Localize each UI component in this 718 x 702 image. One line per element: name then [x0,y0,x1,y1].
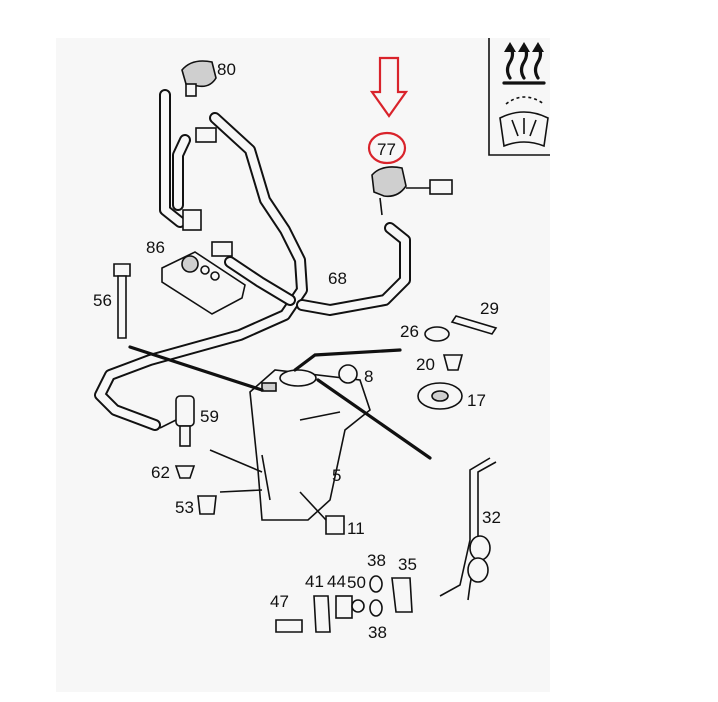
highlight-circle [367,131,407,165]
nut-8 [338,364,358,384]
callout-80: 80 [217,60,236,79]
callout-38-bottom: 38 [368,623,387,642]
callout-59: 59 [200,407,219,426]
callout-8: 8 [364,367,373,386]
mounting-hardware [275,575,413,633]
highlight-marker [367,56,409,165]
callout-86: 86 [146,238,165,257]
bracket-41 [313,595,331,633]
washer-nozzle-left [181,60,217,97]
bracket-29 [450,315,498,335]
callout-35: 35 [398,555,417,574]
washer-38-bottom [369,599,383,617]
callout-77: 77 [377,140,396,159]
callout-17: 17 [467,391,486,410]
grommet-53 [197,495,217,515]
callout-41: 41 [305,572,324,591]
pump-control-module [161,251,246,315]
grommet-11 [325,515,345,535]
grommet-20 [442,354,464,371]
highlight-arrow-icon [369,56,409,118]
part-callouts: 80 77 86 68 56 29 26 20 8 17 59 62 5 53 … [93,60,501,642]
callout-53: 53 [175,498,194,517]
callout-50: 50 [347,573,366,592]
callout-62: 62 [151,463,170,482]
grommet-62 [174,465,196,479]
callout-44: 44 [327,572,346,591]
callout-26: 26 [400,322,419,341]
legend-box [488,38,550,156]
washer-nozzle-right [371,166,453,216]
callout-11: 11 [347,519,365,538]
callout-5: 5 [332,466,341,485]
callout-38-top: 38 [367,551,386,570]
bolt-47 [275,619,303,633]
washer-reservoir [249,369,371,521]
callout-56: 56 [93,291,112,310]
callout-68: 68 [328,269,347,288]
valve-35 [391,577,413,613]
washer-hose-network [94,89,411,431]
leader-lines [128,345,432,521]
callout-47: 47 [270,592,289,611]
callout-32: 32 [482,508,501,527]
level-sensor [113,263,131,339]
callout-20: 20 [416,355,435,374]
nut-44 [335,595,353,619]
callout-29: 29 [480,299,499,318]
windshield-wiper-icon [499,96,549,148]
small-parts [174,315,498,535]
connector-upper [182,127,233,257]
heated-washer-icon [502,42,546,85]
washer-pump [159,395,195,447]
heater-hose-32 [439,457,497,601]
washer-38-top [369,575,383,593]
cap-26 [424,326,450,342]
washer-50 [351,599,365,613]
